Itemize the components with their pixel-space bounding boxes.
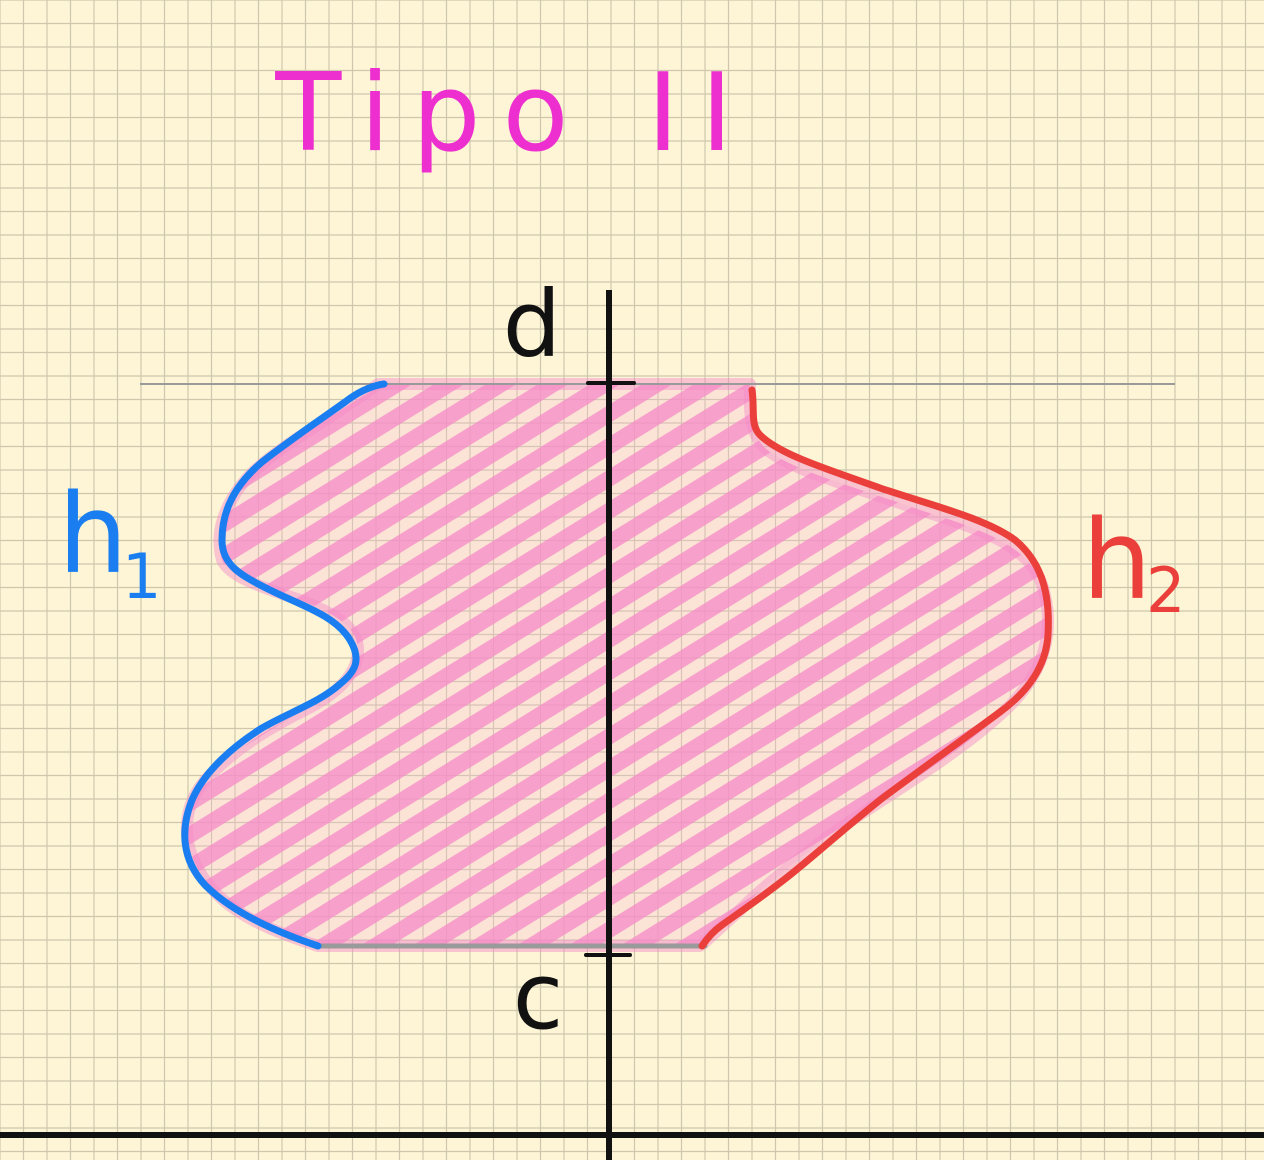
label-h2-sub: 2 (1146, 554, 1185, 627)
hatch-stroke (1172, 380, 1264, 1000)
label-h1-main: h (58, 470, 128, 598)
hatch-stroke (1068, 380, 1264, 1000)
hatch-stroke (186, 384, 516, 946)
label-h2-main: h (1082, 496, 1152, 624)
hatch-stroke (1008, 384, 1048, 946)
hatch-stroke (186, 384, 984, 946)
hatch-stroke (186, 384, 932, 946)
hatch-stroke (186, 384, 620, 946)
hatch-stroke (488, 384, 1048, 946)
hatch-stroke (280, 384, 1048, 946)
title: Tipo II (274, 51, 754, 176)
label-d: d (503, 271, 561, 378)
hatch-lines (186, 380, 1264, 1000)
hatch-stroke (1224, 380, 1264, 1000)
label-h1-sub: 1 (122, 540, 161, 613)
curve-h1 (181, 380, 388, 950)
hatch-stroke (186, 384, 464, 946)
hatch-stroke (186, 384, 672, 946)
curve-h2 (698, 386, 1052, 950)
hatch-stroke (186, 384, 568, 946)
hatch-stroke (1120, 380, 1264, 1000)
shaded-region (180, 378, 1264, 1000)
hatch-stroke (540, 384, 1048, 946)
label-h2: h 2 (1082, 496, 1185, 627)
hatch-stroke (186, 384, 880, 946)
hatch-stroke (384, 384, 1048, 946)
hatch-stroke (228, 384, 1048, 946)
label-h1: h 1 (58, 470, 161, 613)
hatch-stroke (332, 384, 1048, 946)
label-c: c (513, 943, 564, 1050)
